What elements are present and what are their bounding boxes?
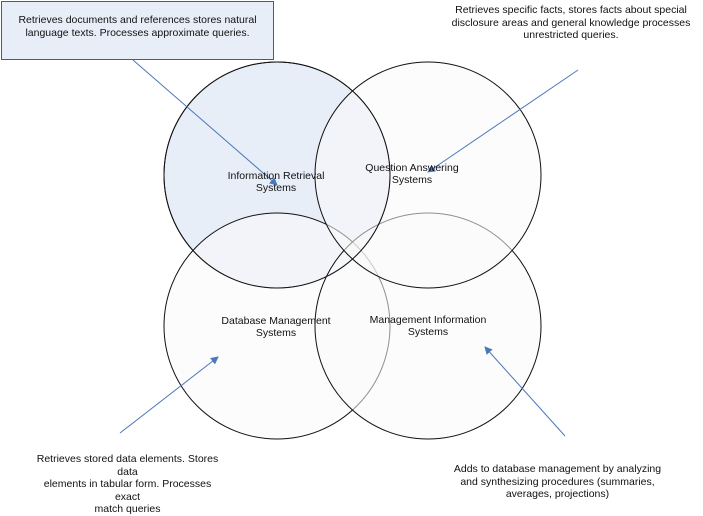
venn-diagram	[119, 59, 579, 440]
label-qa-line2: Systems	[391, 174, 433, 186]
note-qa-line3: unrestricted queries.	[523, 29, 619, 41]
circle-information-retrieval-outline	[163, 61, 391, 289]
label-database-management: Database Management Systems	[196, 315, 356, 339]
arrow-question-answering	[427, 69, 579, 173]
arrow-management-information	[484, 346, 566, 437]
note-dbm-line1: Retrieves stored data elements. Stores d…	[36, 453, 219, 478]
label-dbm-line1: Database Management	[221, 315, 331, 327]
label-mis-line1: Management Information	[369, 314, 487, 326]
circle-question-answering	[314, 61, 542, 289]
note-mis-line1: Adds to database management by analyzing	[453, 463, 662, 475]
label-qa-line1: Question Answering	[365, 162, 459, 174]
note-mis-line3: averages, projections)	[505, 488, 610, 500]
label-mis-line2: Systems	[407, 326, 449, 338]
note-database-management: Retrieves stored data elements. Stores d…	[30, 453, 225, 516]
note-question-answering: Retrieves specific facts, stores facts a…	[440, 4, 702, 42]
note-qa-line2: disclosure areas and general knowledge p…	[451, 16, 691, 29]
label-dbm-line2: Systems	[255, 327, 297, 339]
label-management-information: Management Information Systems	[348, 314, 508, 338]
note-ir-line1: Retrieves documents and references store…	[18, 14, 257, 26]
label-ir-line1: Information Retrieval	[227, 170, 325, 182]
note-management-information: Adds to database management by analyzing…	[430, 463, 685, 501]
note-dbm-line3: match queries	[94, 503, 161, 515]
note-information-retrieval: Retrieves documents and references store…	[1, 1, 274, 60]
arrow-information-retrieval	[132, 59, 278, 186]
note-mis-line2: and synthesizing procedures (summaries,	[460, 475, 655, 488]
note-ir-line2: language texts. Processes approximate qu…	[25, 26, 250, 39]
note-dbm-line2: elements in tabular form. Processes exac…	[43, 478, 212, 503]
label-question-answering: Question Answering Systems	[332, 162, 492, 186]
label-information-retrieval: Information Retrieval Systems	[196, 170, 356, 194]
arrow-database-management	[119, 356, 219, 434]
label-ir-line2: Systems	[255, 182, 297, 194]
note-qa-line1: Retrieves specific facts, stores facts a…	[455, 4, 687, 16]
